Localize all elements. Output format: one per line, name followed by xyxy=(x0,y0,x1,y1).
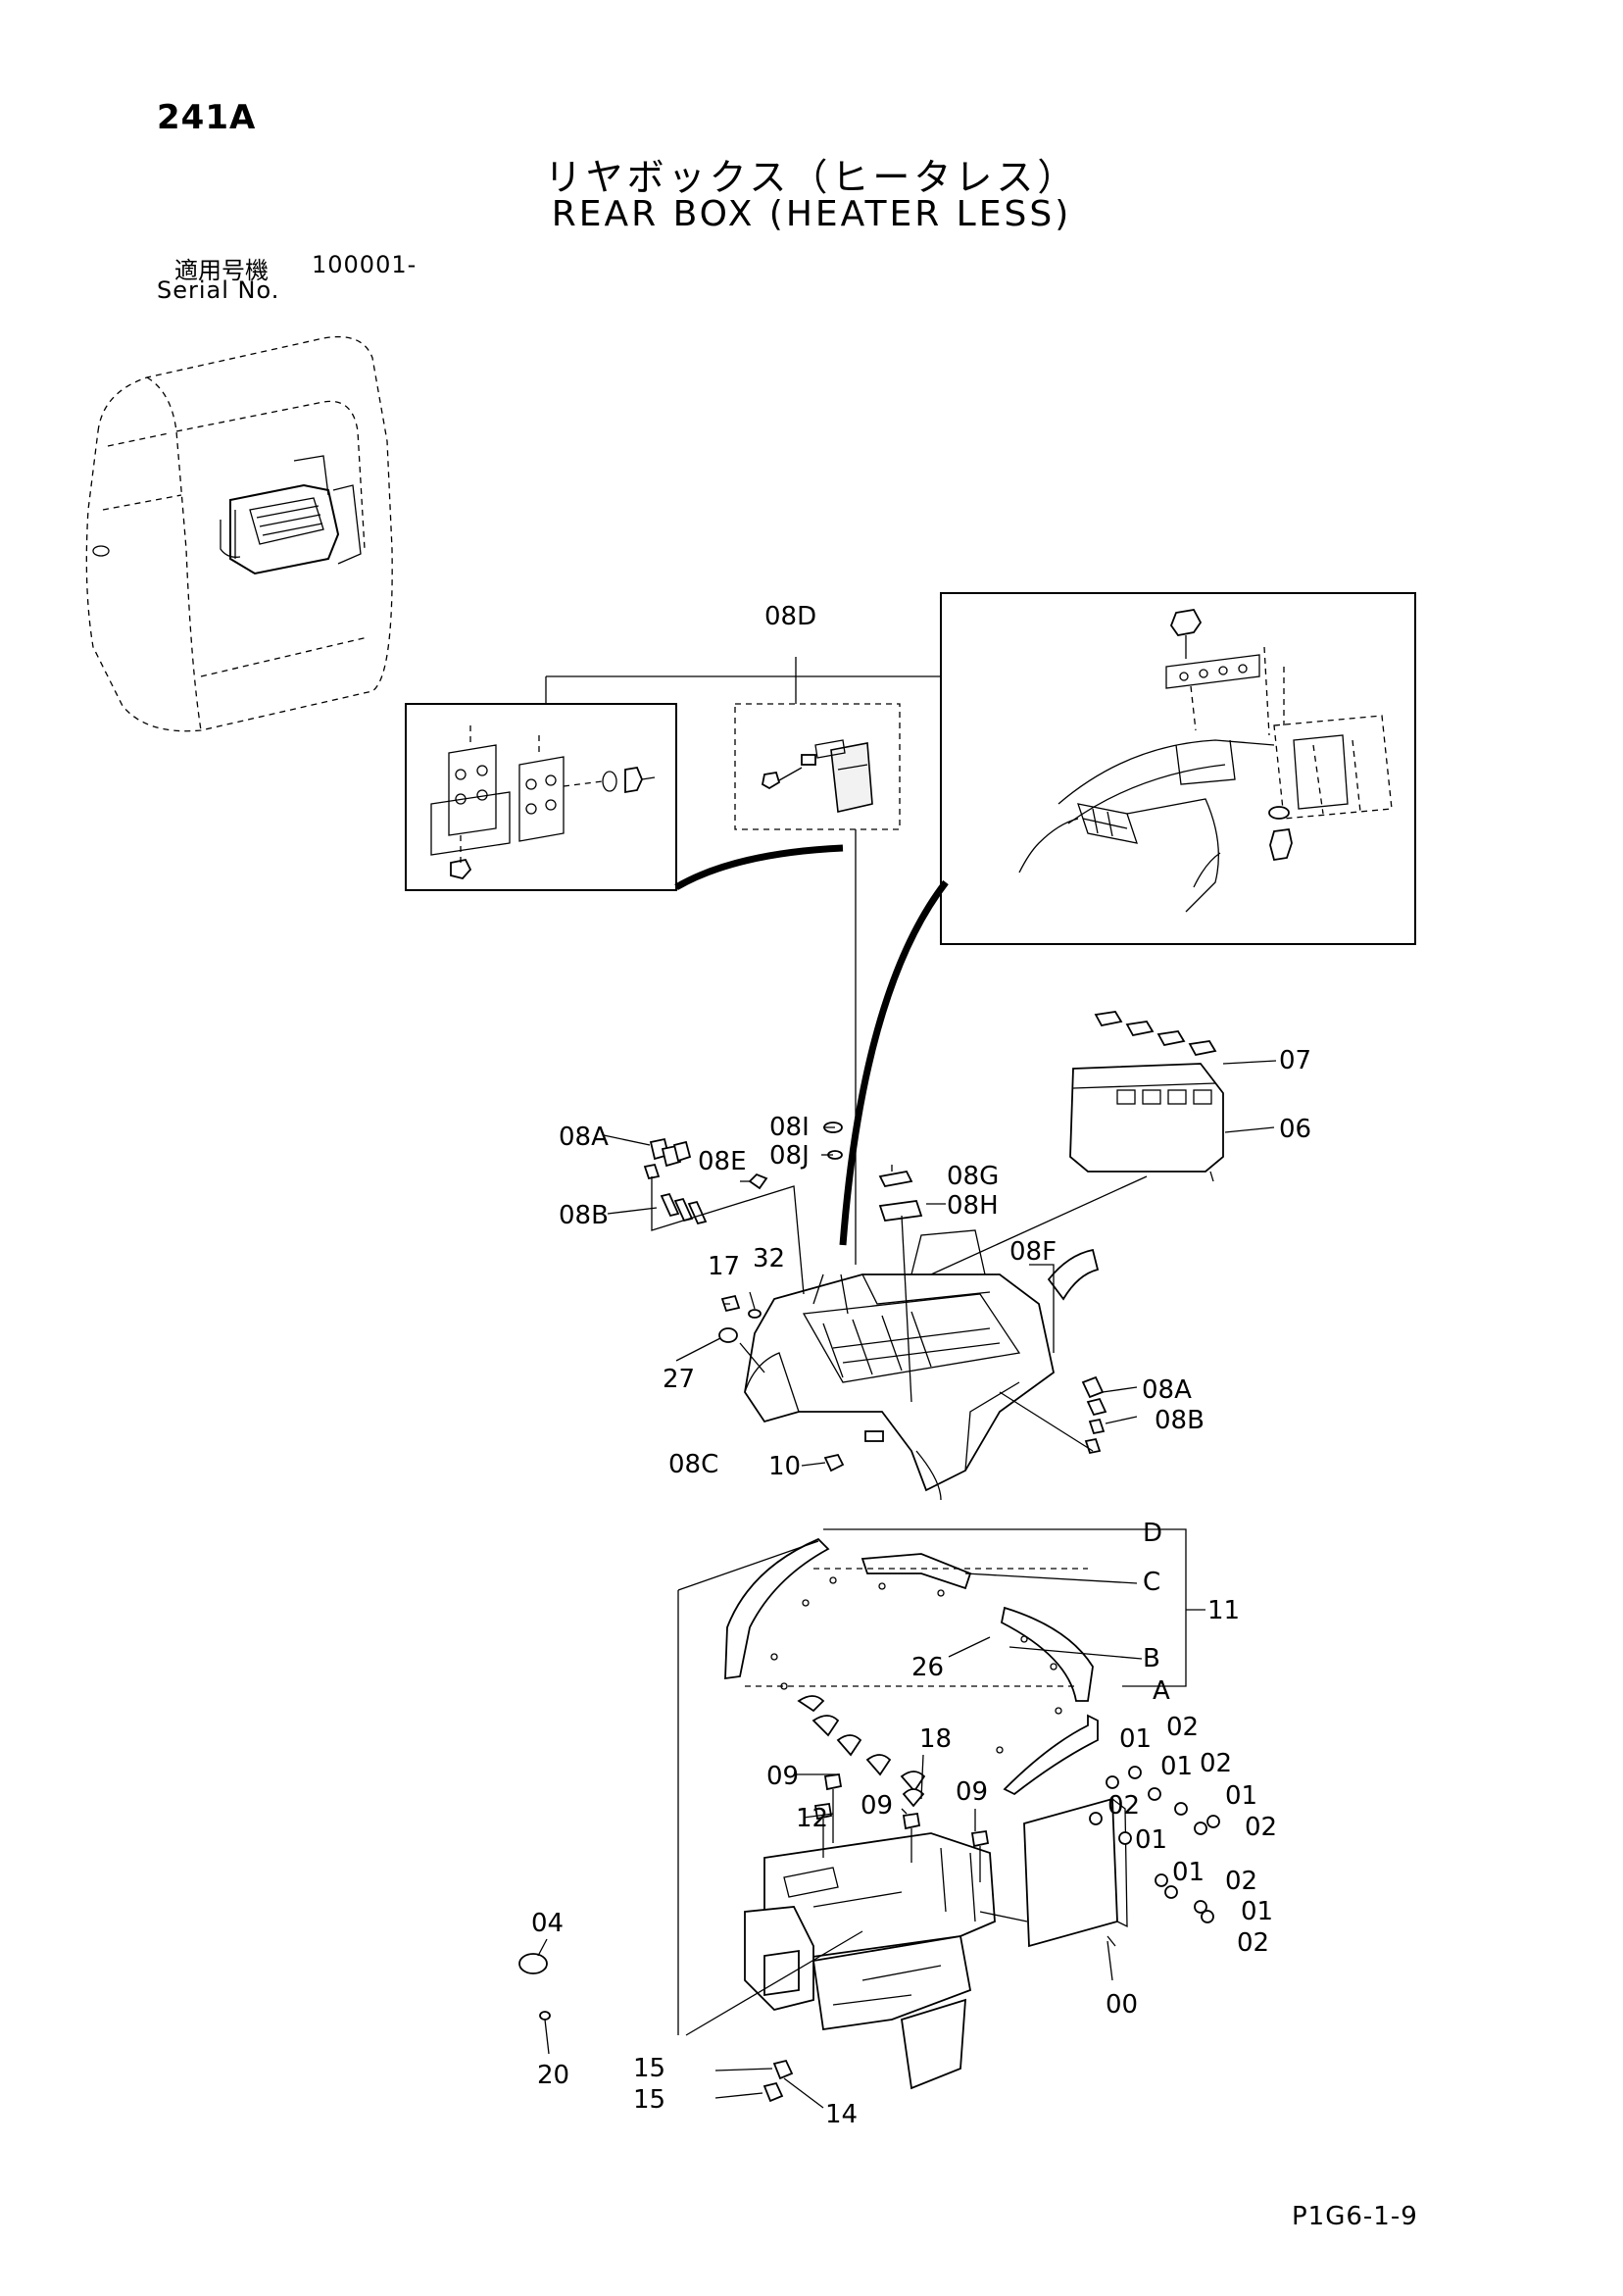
detail-connector-lines xyxy=(545,657,949,1265)
callout-10: 10 xyxy=(768,1452,801,1481)
bracket-11-lines xyxy=(677,1528,1205,2035)
callout-01-a: 01 xyxy=(1119,1724,1152,1754)
rear-box-main xyxy=(744,1229,1056,1501)
detail-box-middle-08D xyxy=(734,703,901,830)
serial-label-english: Serial No. xyxy=(157,276,280,304)
callout-09-a: 09 xyxy=(766,1762,799,1791)
callout-08G: 08G xyxy=(947,1162,999,1191)
callout-17: 17 xyxy=(708,1252,740,1281)
callout-08D: 08D xyxy=(764,602,816,631)
cab-overview-illustration xyxy=(85,335,393,732)
callout-08E: 08E xyxy=(698,1147,747,1176)
callout-07: 07 xyxy=(1279,1046,1311,1075)
frame-small-parts xyxy=(770,1576,1062,1793)
title-japanese: リヤボックス（ヒータレス） xyxy=(544,156,1079,199)
callout-02-e: 02 xyxy=(1225,1867,1257,1896)
callout-20: 20 xyxy=(537,2061,569,2090)
callout-15-b: 15 xyxy=(633,2085,665,2115)
callout-A: A xyxy=(1153,1676,1170,1706)
callout-C: C xyxy=(1143,1568,1160,1597)
callout-01-d: 01 xyxy=(1135,1825,1167,1855)
callout-14: 14 xyxy=(825,2100,858,2129)
callout-B: B xyxy=(1143,1644,1160,1673)
callout-D: D xyxy=(1143,1519,1162,1548)
callout-26: 26 xyxy=(911,1653,944,1682)
leader-lines-upper xyxy=(603,1060,1277,1467)
callout-08A-right: 08A xyxy=(1142,1375,1192,1405)
callout-01-b: 01 xyxy=(1160,1752,1193,1781)
callout-08C: 08C xyxy=(668,1450,718,1479)
callout-15-a: 15 xyxy=(633,2054,665,2083)
callout-06: 06 xyxy=(1279,1115,1311,1144)
callout-08H: 08H xyxy=(947,1191,999,1221)
page-number: 241A xyxy=(157,98,257,137)
frame-rails-11 xyxy=(724,1537,1099,1796)
document-code: P1G6-1-9 xyxy=(1292,2202,1418,2231)
leader-lines-lower xyxy=(685,1754,1113,2109)
cover-06-07 xyxy=(1069,1011,1224,1182)
detail-box-right xyxy=(940,592,1416,945)
small-parts-upper xyxy=(643,1122,1107,1472)
lower-frame xyxy=(744,1832,996,2103)
bolts-01-02 xyxy=(1089,1766,1220,1923)
small-parts-04-20 xyxy=(518,1938,551,2055)
callout-01-f: 01 xyxy=(1241,1897,1273,1926)
callout-09-b: 09 xyxy=(861,1791,893,1821)
callout-11: 11 xyxy=(1207,1596,1240,1625)
title-english: REAR BOX (HEATER LESS) xyxy=(551,194,1072,234)
callout-01-e: 01 xyxy=(1172,1858,1205,1887)
serial-number-value: 100001- xyxy=(312,251,418,278)
callout-01-c: 01 xyxy=(1225,1781,1257,1811)
cover-plate-00 xyxy=(1023,1797,1128,1948)
callout-04: 04 xyxy=(531,1909,564,1938)
callout-08I: 08I xyxy=(769,1113,810,1142)
callout-08J: 08J xyxy=(769,1141,810,1171)
callout-08F: 08F xyxy=(1009,1237,1057,1267)
callout-18: 18 xyxy=(919,1724,952,1754)
callout-08B-right: 08B xyxy=(1155,1406,1205,1435)
callout-00: 00 xyxy=(1106,1990,1138,2020)
callout-32: 32 xyxy=(753,1244,785,1273)
callout-09-c: 09 xyxy=(956,1777,988,1807)
callout-02-f: 02 xyxy=(1237,1928,1269,1958)
detail-box-left xyxy=(405,703,677,891)
callout-labels: 08D 07 06 08I 08J 08A 08E 08G 08H 08B 08… xyxy=(531,602,1311,2129)
callout-02-c: 02 xyxy=(1107,1791,1140,1821)
callout-08A-top: 08A xyxy=(559,1123,609,1152)
callout-02-a: 02 xyxy=(1166,1713,1199,1742)
serial-label-japanese: 適用号機 xyxy=(174,257,269,284)
callout-02-d: 02 xyxy=(1245,1813,1277,1842)
callout-27: 27 xyxy=(663,1365,695,1394)
callout-08B-top: 08B xyxy=(559,1201,609,1230)
callout-12: 12 xyxy=(796,1804,828,1833)
callout-02-b: 02 xyxy=(1200,1749,1232,1778)
